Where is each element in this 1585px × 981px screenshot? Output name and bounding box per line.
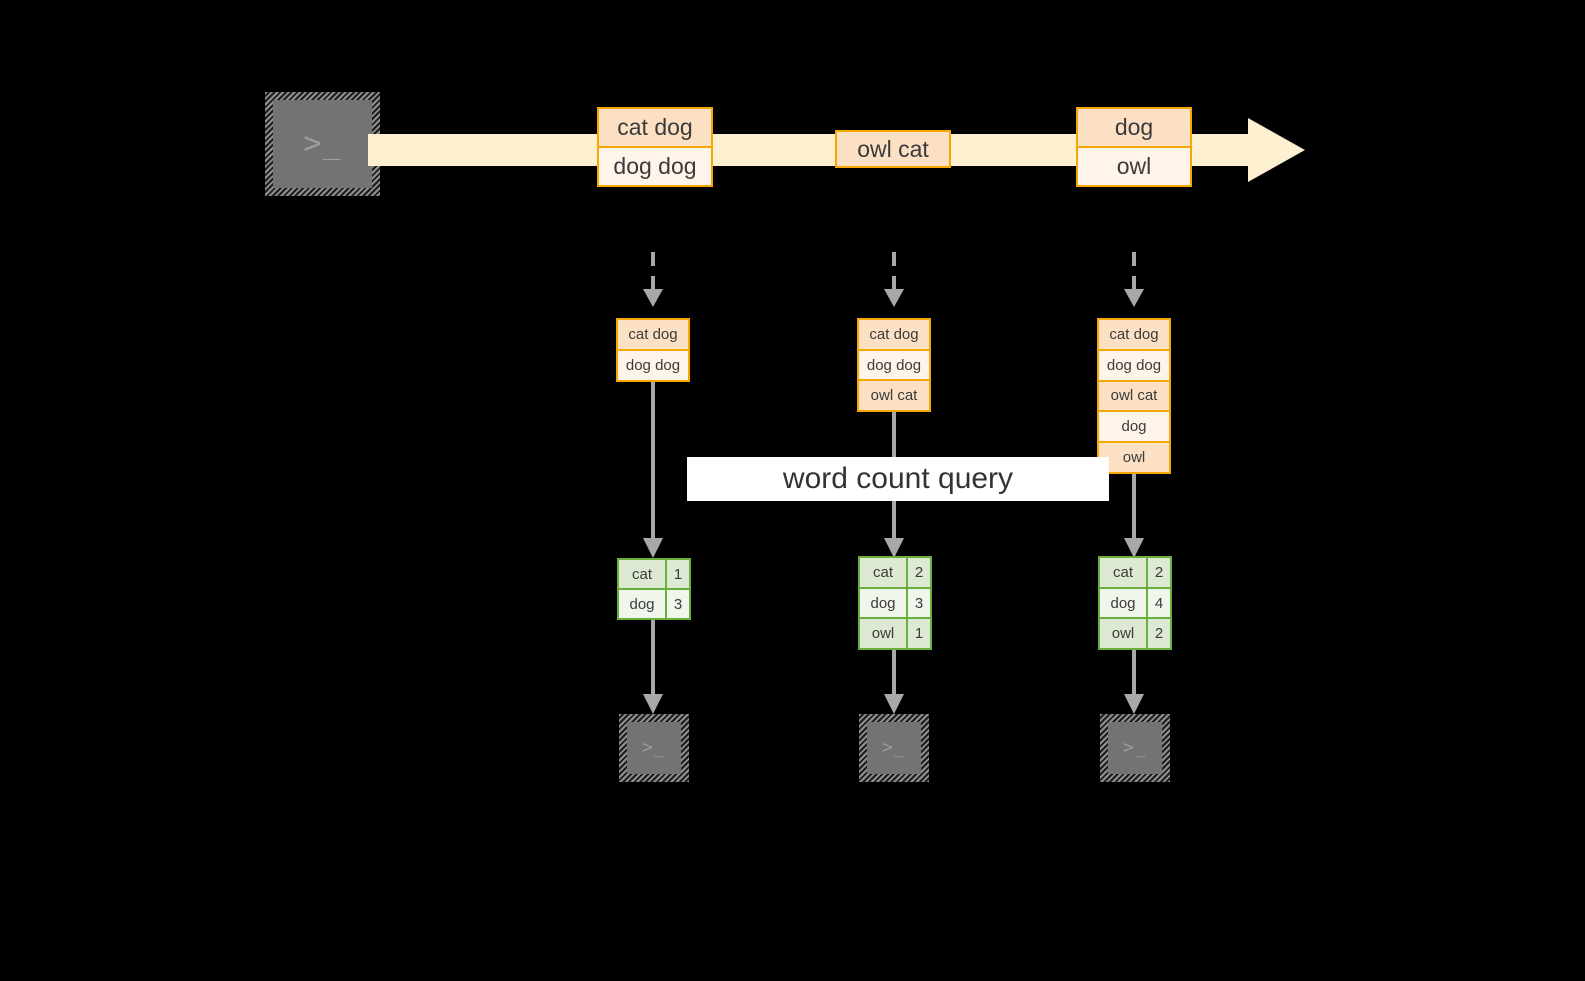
result-word: cat bbox=[619, 560, 665, 588]
result-table-1-row: cat 1 bbox=[619, 560, 689, 588]
result-count: 3 bbox=[665, 590, 689, 618]
source-terminal-icon: >_ bbox=[265, 92, 380, 196]
input-table-3-row: owl cat bbox=[1099, 379, 1169, 411]
result-word: owl bbox=[1100, 619, 1146, 649]
stream-batch-1-line: dog dog bbox=[599, 146, 711, 185]
stream-batch-1-line: cat dog bbox=[599, 109, 711, 146]
result-word: dog bbox=[619, 590, 665, 618]
source-terminal-body: >_ bbox=[273, 100, 372, 188]
result-count: 2 bbox=[906, 558, 930, 587]
stream-batch-3-line: dog bbox=[1078, 109, 1190, 146]
input-table-3-row: dog dog bbox=[1099, 348, 1169, 380]
query-connector-3 bbox=[1124, 474, 1144, 558]
stream-batch-1: cat dog dog dog bbox=[597, 107, 713, 187]
result-count: 4 bbox=[1146, 588, 1170, 618]
sink-connector-3 bbox=[1124, 650, 1144, 714]
result-count: 2 bbox=[1146, 558, 1170, 587]
sink-connector-1 bbox=[643, 620, 663, 714]
stream-batch-2: owl cat bbox=[835, 130, 951, 168]
input-table-3-row: owl bbox=[1099, 441, 1169, 472]
input-table-3: cat dog dog dog owl cat dog owl bbox=[1097, 318, 1171, 474]
result-count: 1 bbox=[665, 560, 689, 588]
trigger-arrow-3 bbox=[1124, 252, 1144, 307]
input-table-2-row: owl cat bbox=[859, 379, 929, 411]
result-table-1: cat 1 dog 3 bbox=[617, 558, 691, 620]
result-word: cat bbox=[1100, 558, 1146, 587]
stream-batch-3-line: owl bbox=[1078, 146, 1190, 185]
result-count: 3 bbox=[906, 588, 930, 618]
terminal-prompt-glyph: >_ bbox=[642, 737, 666, 758]
sink-terminal-icon-2: >_ bbox=[859, 714, 929, 782]
input-table-3-row: dog bbox=[1099, 410, 1169, 442]
result-word: dog bbox=[860, 588, 906, 618]
result-count: 2 bbox=[1146, 619, 1170, 649]
result-word: cat bbox=[860, 558, 906, 587]
stream-batch-2-line: owl cat bbox=[837, 132, 949, 166]
result-table-2-row: dog 3 bbox=[860, 586, 930, 618]
input-table-1-row: dog dog bbox=[618, 349, 688, 380]
result-word: dog bbox=[1100, 588, 1146, 618]
input-table-1: cat dog dog dog bbox=[616, 318, 690, 382]
sink-terminal-body: >_ bbox=[1108, 722, 1162, 774]
input-table-1-row: cat dog bbox=[618, 320, 688, 349]
result-table-3: cat 2 dog 4 owl 2 bbox=[1098, 556, 1172, 650]
sink-terminal-body: >_ bbox=[867, 722, 921, 774]
trigger-arrow-2 bbox=[884, 252, 904, 307]
result-table-2-row: owl 1 bbox=[860, 617, 930, 649]
result-word: owl bbox=[860, 619, 906, 649]
result-table-2: cat 2 dog 3 owl 1 bbox=[858, 556, 932, 650]
result-table-1-row: dog 3 bbox=[619, 588, 689, 618]
terminal-prompt-glyph: >_ bbox=[303, 126, 342, 161]
terminal-prompt-glyph: >_ bbox=[882, 737, 906, 758]
result-table-3-row: cat 2 bbox=[1100, 558, 1170, 587]
input-table-3-row: cat dog bbox=[1099, 320, 1169, 349]
result-table-3-row: dog 4 bbox=[1100, 586, 1170, 618]
stream-batch-3: dog owl bbox=[1076, 107, 1192, 187]
query-banner: word count query bbox=[687, 457, 1109, 501]
result-count: 1 bbox=[906, 619, 930, 649]
trigger-arrow-1 bbox=[643, 252, 663, 307]
sink-terminal-body: >_ bbox=[627, 722, 681, 774]
result-table-3-row: owl 2 bbox=[1100, 617, 1170, 649]
query-label: word count query bbox=[782, 462, 1014, 495]
input-table-2-row: dog dog bbox=[859, 348, 929, 380]
terminal-prompt-glyph: >_ bbox=[1123, 737, 1147, 758]
input-table-2: cat dog dog dog owl cat bbox=[857, 318, 931, 412]
result-table-2-row: cat 2 bbox=[860, 558, 930, 587]
input-table-2-row: cat dog bbox=[859, 320, 929, 349]
sink-terminal-icon-1: >_ bbox=[619, 714, 689, 782]
query-connector-1 bbox=[643, 382, 663, 558]
sink-connector-2 bbox=[884, 650, 904, 714]
sink-terminal-icon-3: >_ bbox=[1100, 714, 1170, 782]
